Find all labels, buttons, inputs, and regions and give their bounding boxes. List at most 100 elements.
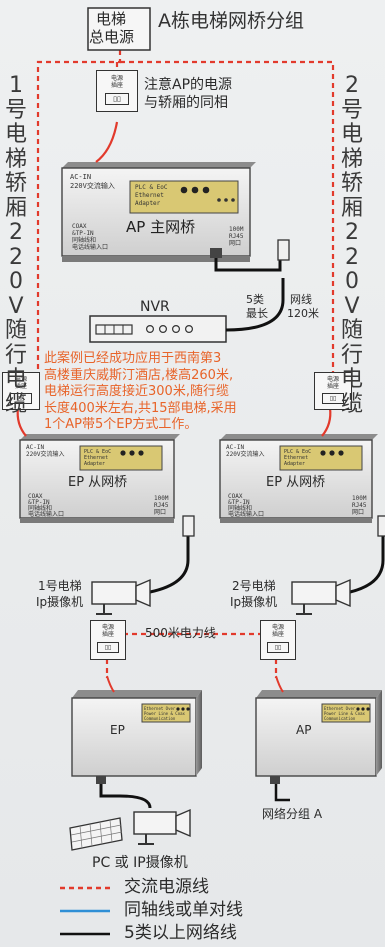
ep-left-rj45-1: 100M (154, 495, 169, 502)
ep-right-coax-4: 电话线输入口 (228, 511, 265, 518)
power-line-label: 500米电力线 (145, 626, 216, 640)
car1-cable-label: 1号电梯轿厢220V随行电缆 (4, 73, 27, 417)
ep-box-label: EP (110, 723, 125, 737)
ep-right-ac-desc: 220V交流输入 (226, 451, 265, 458)
ep-right-name: EP 从网桥 (266, 475, 326, 490)
ep-right-rj45-3: 网口 (352, 509, 365, 516)
ep-right-ac-in: AC-IN (226, 444, 245, 451)
ap-coax-4: 电话线输入口 (72, 244, 109, 251)
camera-1-icon (91, 578, 151, 615)
ep-left-rj45-3: 网口 (154, 509, 167, 516)
main-power-label-2: 总电源 (89, 28, 135, 46)
ap-panel-3: Adapter (135, 200, 161, 207)
ep-left-ac-in: AC-IN (26, 444, 45, 451)
ac-power-lines (36, 50, 335, 678)
cable-len-2: 120米 (287, 307, 319, 320)
case-note-line-4: 长度400米左右,共15部电梯,采用 (44, 400, 237, 416)
socket-bottom-left: 电源 插座 ▯▯ (90, 620, 126, 660)
nvr-label: NVR (140, 299, 170, 315)
ep-left-coax-4: 电话线输入口 (28, 511, 65, 518)
ep-device-left (19, 434, 180, 523)
ap-coax-1: COAX (72, 223, 87, 230)
ep-right-coax-2: &TP-IN (228, 499, 250, 506)
ep-box-panel-1: Ethernet Over (144, 706, 176, 711)
car2-cable-label: 2号电梯轿厢220V随行电缆 (340, 73, 363, 417)
ap-box-panel-1: Ethernet Over (324, 706, 356, 711)
socket-top: 电源 插座 ▯▯ (96, 70, 138, 112)
cam1-label-1: 1号电梯 (38, 579, 82, 593)
socket-right: 电源 插座 ▯▯ (314, 372, 352, 410)
ap-box-lower (255, 690, 382, 784)
ep-left-panel-1: PLC & EoC (84, 449, 112, 455)
ep-left-panel-2: Ethernet (84, 455, 109, 461)
ep-right-panel-1: PLC & EoC (284, 449, 312, 455)
ep-box-lower (71, 690, 202, 784)
ap-rj45-2: RJ45 (229, 233, 244, 240)
ap-ac-desc: 220V交流输入 (70, 182, 115, 190)
rj45-plug (277, 239, 290, 261)
ap-coax-3: 同轴线和 (72, 237, 97, 244)
case-note-line-3: 电梯运行高度接近300米,随行缆 (44, 384, 229, 400)
ep-right-panel-2: Ethernet (284, 455, 309, 461)
socket-left: 电源 插座 ▯▯ (2, 372, 40, 410)
ep-right-panel-3: Adapter (284, 461, 306, 467)
ep-right-coax-1: COAX (228, 493, 243, 500)
ap-ac-in: AC-IN (70, 173, 92, 181)
ep-left-name: EP 从网桥 (68, 475, 128, 490)
cam1-label-2: Ip摄像机 (36, 595, 84, 609)
bottom-camera-icon (133, 808, 191, 845)
case-note: 此案例已经成功应用于西南第3 高楼重庆威斯汀酒店,楼高260米, 电梯运行高度接… (44, 351, 237, 434)
group-a-label: 网络分组 A (262, 807, 323, 821)
ep-left-power-cord (16, 407, 27, 437)
ep-left-panel-3: Adapter (84, 461, 106, 467)
camera-cables (149, 536, 385, 594)
main-power-label-1: 电梯 (96, 10, 127, 28)
ap-master-name: AP 主网桥 (126, 218, 196, 236)
ap-box-panel-2: Power Line & Coax (324, 711, 365, 716)
bottom-ethernet-cable (99, 784, 152, 809)
camera-2-icon (291, 578, 351, 615)
ep-left-coax-3: 同轴线和 (28, 505, 53, 512)
ep-box-panel-2: Power Line & Coax (144, 711, 185, 716)
pc-cam-label: PC 或 IP摄像机 (92, 855, 188, 871)
ep-left-coax-1: COAX (28, 493, 43, 500)
case-note-line-5: 1个AP带5个EP方式工作。 (44, 417, 198, 433)
ep-right-coax-3: 同轴线和 (228, 505, 253, 512)
legend-coax-label: 同轴线或单对线 (124, 900, 243, 920)
pc-keyboard-icon (69, 817, 123, 851)
ap-rj45-1: 100M (229, 226, 244, 233)
ap-coax-2: &TP-IN (72, 230, 94, 237)
cable-spec-2: 最长 (246, 307, 268, 320)
legend-network-label: 5类以上网络线 (124, 923, 237, 943)
ap-box-panel-3: Communication (324, 716, 356, 721)
case-note-line-1: 此案例已经成功应用于西南第3 (44, 351, 222, 366)
case-note-line-2: 高楼重庆威斯汀酒店,楼高260米, (44, 367, 234, 383)
ap-panel-1: PLC & EoC (135, 184, 168, 191)
ep-left-coax-2: &TP-IN (28, 499, 50, 506)
legend-power-label: 交流电源线 (124, 877, 209, 897)
ap-rj45-3: 网口 (229, 240, 242, 247)
ep-right-power-cord (321, 407, 332, 437)
cable-len-1: 网线 (290, 293, 312, 306)
ep-box-panel-3: Communication (144, 716, 176, 721)
socket-bottom-right: 电源 插座 ▯▯ (260, 620, 296, 660)
phase-note-2: 与轿厢的同相 (144, 95, 228, 111)
cam2-label-1: 2号电梯 (232, 579, 276, 593)
ep-right-rj45-1: 100M (352, 495, 367, 502)
group-title: A栋电梯网桥分组 (158, 10, 304, 32)
ap-master-device (61, 162, 256, 262)
ap-box-label: AP (296, 723, 312, 737)
main-power-box (87, 7, 151, 51)
phase-note-1: 注意AP的电源 (144, 77, 233, 93)
ap-panel-2: Ethernet (135, 192, 164, 199)
nvr-device (89, 315, 227, 343)
ep-right-rj45-2: RJ45 (352, 502, 367, 509)
ethernet-cable-master (214, 258, 285, 332)
cable-spec-1: 5类 (246, 293, 264, 306)
cam2-label-2: Ip摄像机 (230, 595, 278, 609)
ep-left-rj45-2: RJ45 (154, 502, 169, 509)
ep-device-right (219, 434, 378, 523)
ep-left-ac-desc: 220V交流输入 (26, 451, 65, 458)
